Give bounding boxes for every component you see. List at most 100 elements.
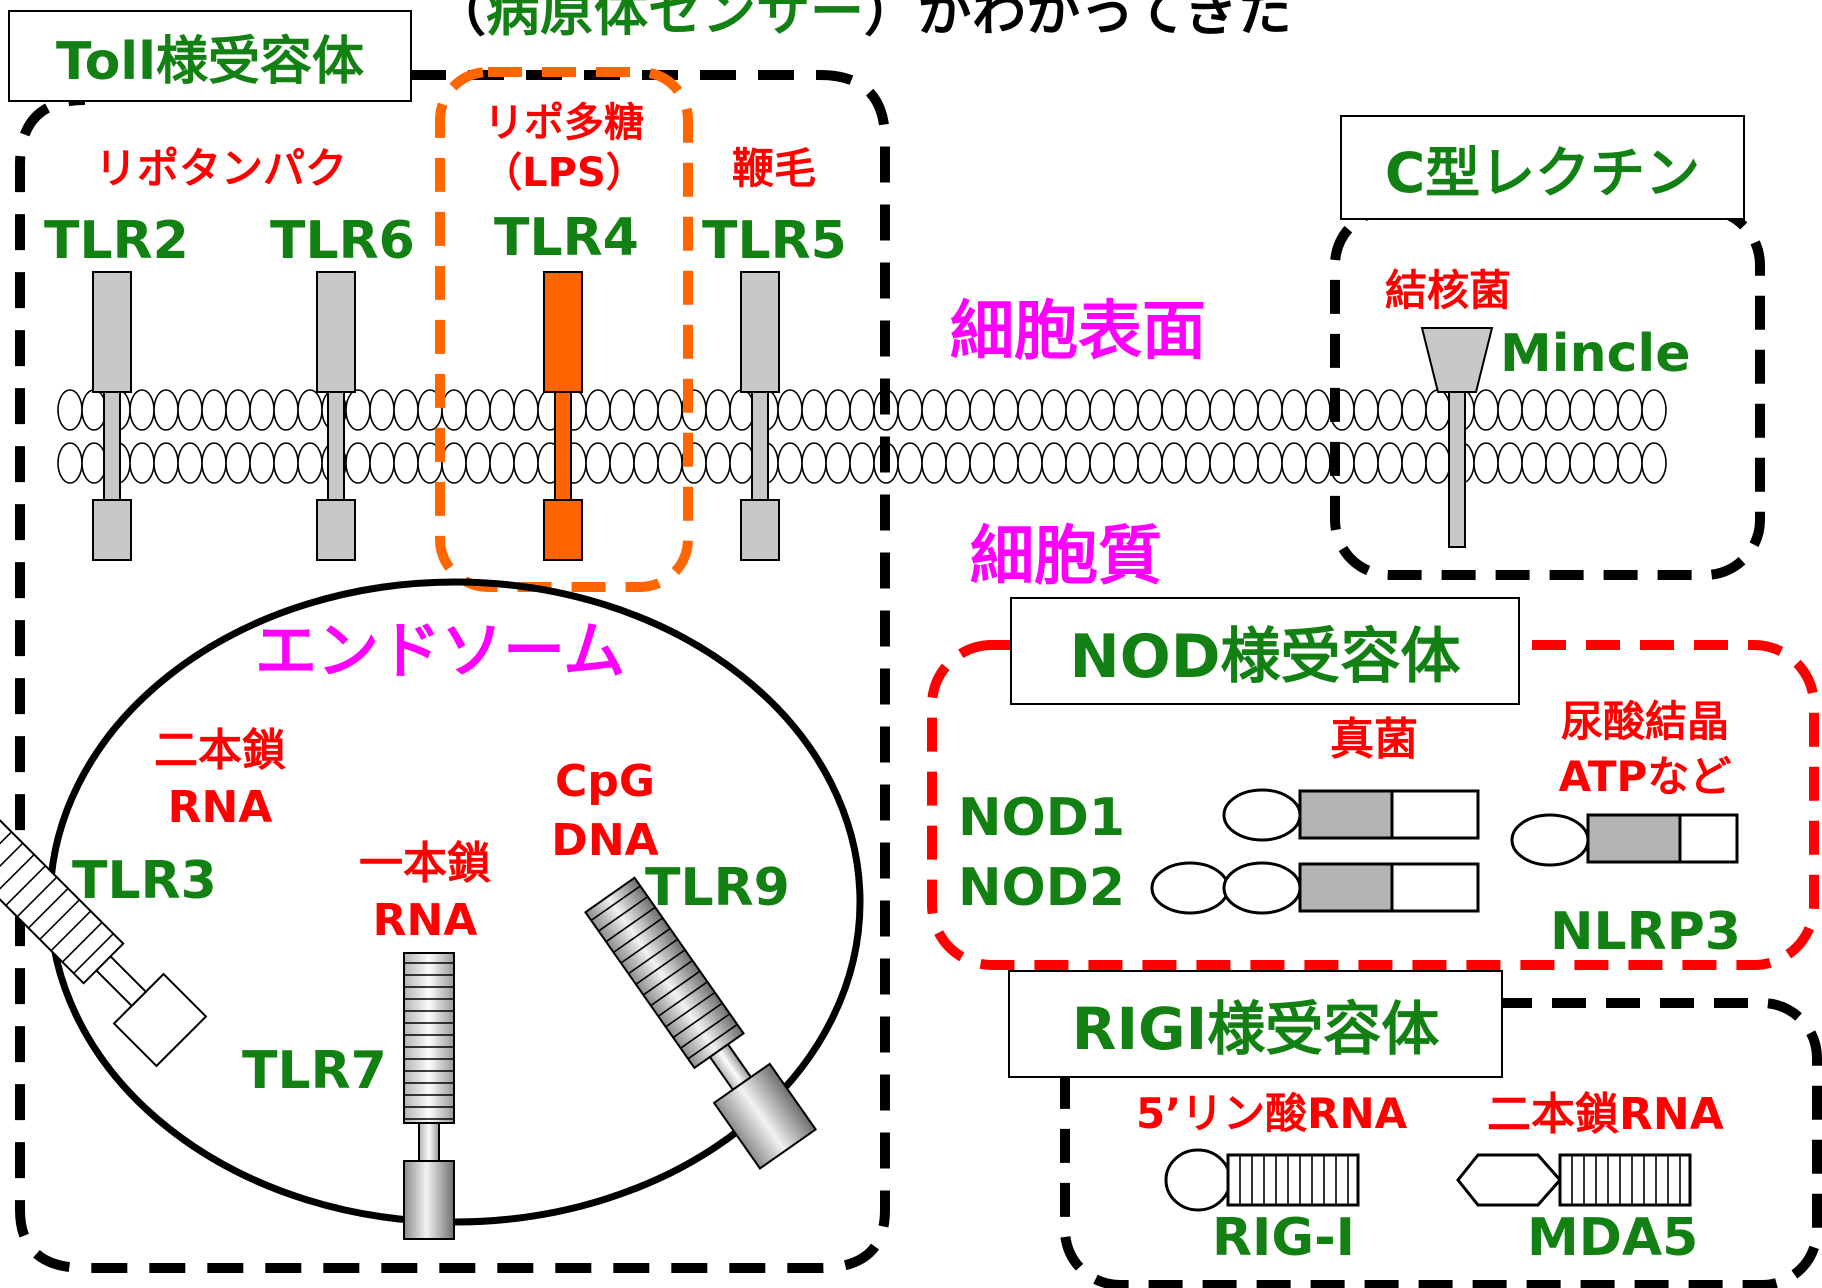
lipid-head	[585, 389, 611, 431]
lipid-head	[1593, 442, 1619, 484]
lipid-head	[465, 442, 491, 484]
lipid-head	[1041, 389, 1067, 431]
lipid-head	[1089, 389, 1115, 431]
nod1-label: NOD1	[958, 788, 1126, 848]
lipid-head	[801, 442, 827, 484]
lipid-head	[1305, 442, 1331, 484]
lipid-head	[1185, 442, 1211, 484]
lipid-head	[1545, 442, 1571, 484]
lipid-head	[1161, 442, 1187, 484]
lipid-head	[369, 389, 395, 431]
tlr7-ligand-line1: 一本鎖	[359, 838, 491, 889]
mda5-label: MDA5	[1527, 1208, 1699, 1268]
tlr4-label: TLR4	[494, 208, 639, 268]
repeat-stripe	[687, 1023, 738, 1060]
lipid-head	[609, 389, 635, 431]
lipid-head	[1305, 389, 1331, 431]
repeat-stripe	[605, 906, 656, 943]
lipid-head	[849, 389, 875, 431]
toll-like-receptor-title: Toll様受容体	[8, 10, 412, 102]
lipid-head	[297, 389, 323, 431]
tlr4-ligand-line2: （LPS）	[482, 150, 646, 196]
lipid-head	[345, 442, 371, 484]
nlrp3-ligand-line1: 尿酸結晶	[1560, 697, 1729, 746]
fungus-label: 真菌	[1330, 714, 1418, 765]
lipid-head	[201, 442, 227, 484]
lipid-head	[1521, 389, 1547, 431]
repeat-stripe	[590, 885, 641, 922]
lipid-head	[441, 442, 467, 484]
repeat-stripe	[16, 876, 58, 918]
lipid-head	[1185, 389, 1211, 431]
lipid-head	[1497, 389, 1523, 431]
nod-like-receptor-title: NOD様受容体	[1010, 597, 1520, 705]
mda5-ligand-label: 二本鎖RNA	[1487, 1089, 1724, 1140]
lipid-head	[273, 442, 299, 484]
tlr9-receptor-shape	[584, 876, 818, 1170]
rig-i-receptor-shape	[1164, 1148, 1360, 1212]
repeat-stripe	[620, 927, 671, 964]
lipid-head	[57, 442, 83, 484]
lipid-head	[153, 442, 179, 484]
repeat-stripe	[39, 899, 80, 940]
nlrp3-label: NLRP3	[1550, 902, 1741, 962]
lipid-head	[921, 389, 947, 431]
nod2-receptor-shape	[1150, 861, 1480, 915]
lipid-head	[633, 389, 659, 431]
endosome-label: エンドソーム	[255, 614, 626, 687]
lipid-head	[1017, 389, 1043, 431]
lipid-head	[465, 389, 491, 431]
lipid-head	[633, 442, 659, 484]
rig-i-like-receptor-title: RIGI様受容体	[1008, 970, 1503, 1078]
rig-i-ligand-label: 5’リン酸RNA	[1136, 1089, 1408, 1138]
lipid-head	[513, 389, 539, 431]
lipid-head	[1137, 442, 1163, 484]
rig-i-like-receptor-region	[1060, 998, 1822, 1288]
lipid-head	[1617, 389, 1643, 431]
lipid-head	[1233, 442, 1259, 484]
lipid-head	[1641, 389, 1667, 431]
tlr4-receptor-shape	[543, 271, 583, 561]
repeat-stripe	[680, 1013, 731, 1049]
tlr3-receptor-shape	[0, 807, 208, 1068]
lipid-head	[777, 389, 803, 431]
lipid-head	[57, 389, 83, 431]
cytoplasm-label: 細胞質	[970, 520, 1162, 594]
lipid-head	[825, 389, 851, 431]
lipid-head	[1209, 389, 1235, 431]
lipid-head	[1137, 389, 1163, 431]
nlrp3-ligand-label: 尿酸結晶 ATPなど	[1530, 695, 1760, 804]
tlr9-ligand-line2: DNA	[551, 815, 659, 867]
rig-i-label: RIG-I	[1212, 1208, 1355, 1268]
lipid-head	[705, 389, 731, 431]
title-close: ）がわかってきた	[864, 0, 1292, 43]
lipid-head	[1545, 389, 1571, 431]
tlr9-ligand-label: CpG DNA	[530, 752, 680, 871]
lipid-head	[1281, 442, 1307, 484]
lipid-head	[993, 442, 1019, 484]
tlr5-receptor-shape	[740, 271, 780, 561]
lipid-head	[777, 442, 803, 484]
lipid-head	[129, 389, 155, 431]
lipid-head	[177, 442, 203, 484]
lipid-head	[1569, 389, 1595, 431]
lipid-head	[1401, 442, 1427, 484]
tlr3-ligand-line2: RNA	[167, 782, 273, 834]
title-open: （	[432, 0, 486, 43]
lipid-head	[81, 389, 107, 431]
lipid-head	[1353, 389, 1379, 431]
lipid-head	[345, 389, 371, 431]
lipid-head	[225, 442, 251, 484]
repeat-stripe	[73, 933, 114, 974]
lipid-head	[1209, 442, 1235, 484]
nlrp3-ligand-line2: ATPなど	[1558, 751, 1732, 801]
tlr7-receptor-shape	[403, 952, 455, 1240]
repeat-stripe	[627, 938, 679, 975]
lipid-head	[177, 389, 203, 431]
lipid-head	[201, 389, 227, 431]
lipid-head	[1089, 442, 1115, 484]
lipid-head	[921, 442, 947, 484]
lipid-head	[1065, 389, 1091, 431]
repeat-stripe	[642, 959, 693, 996]
lipid-head	[1593, 389, 1619, 431]
